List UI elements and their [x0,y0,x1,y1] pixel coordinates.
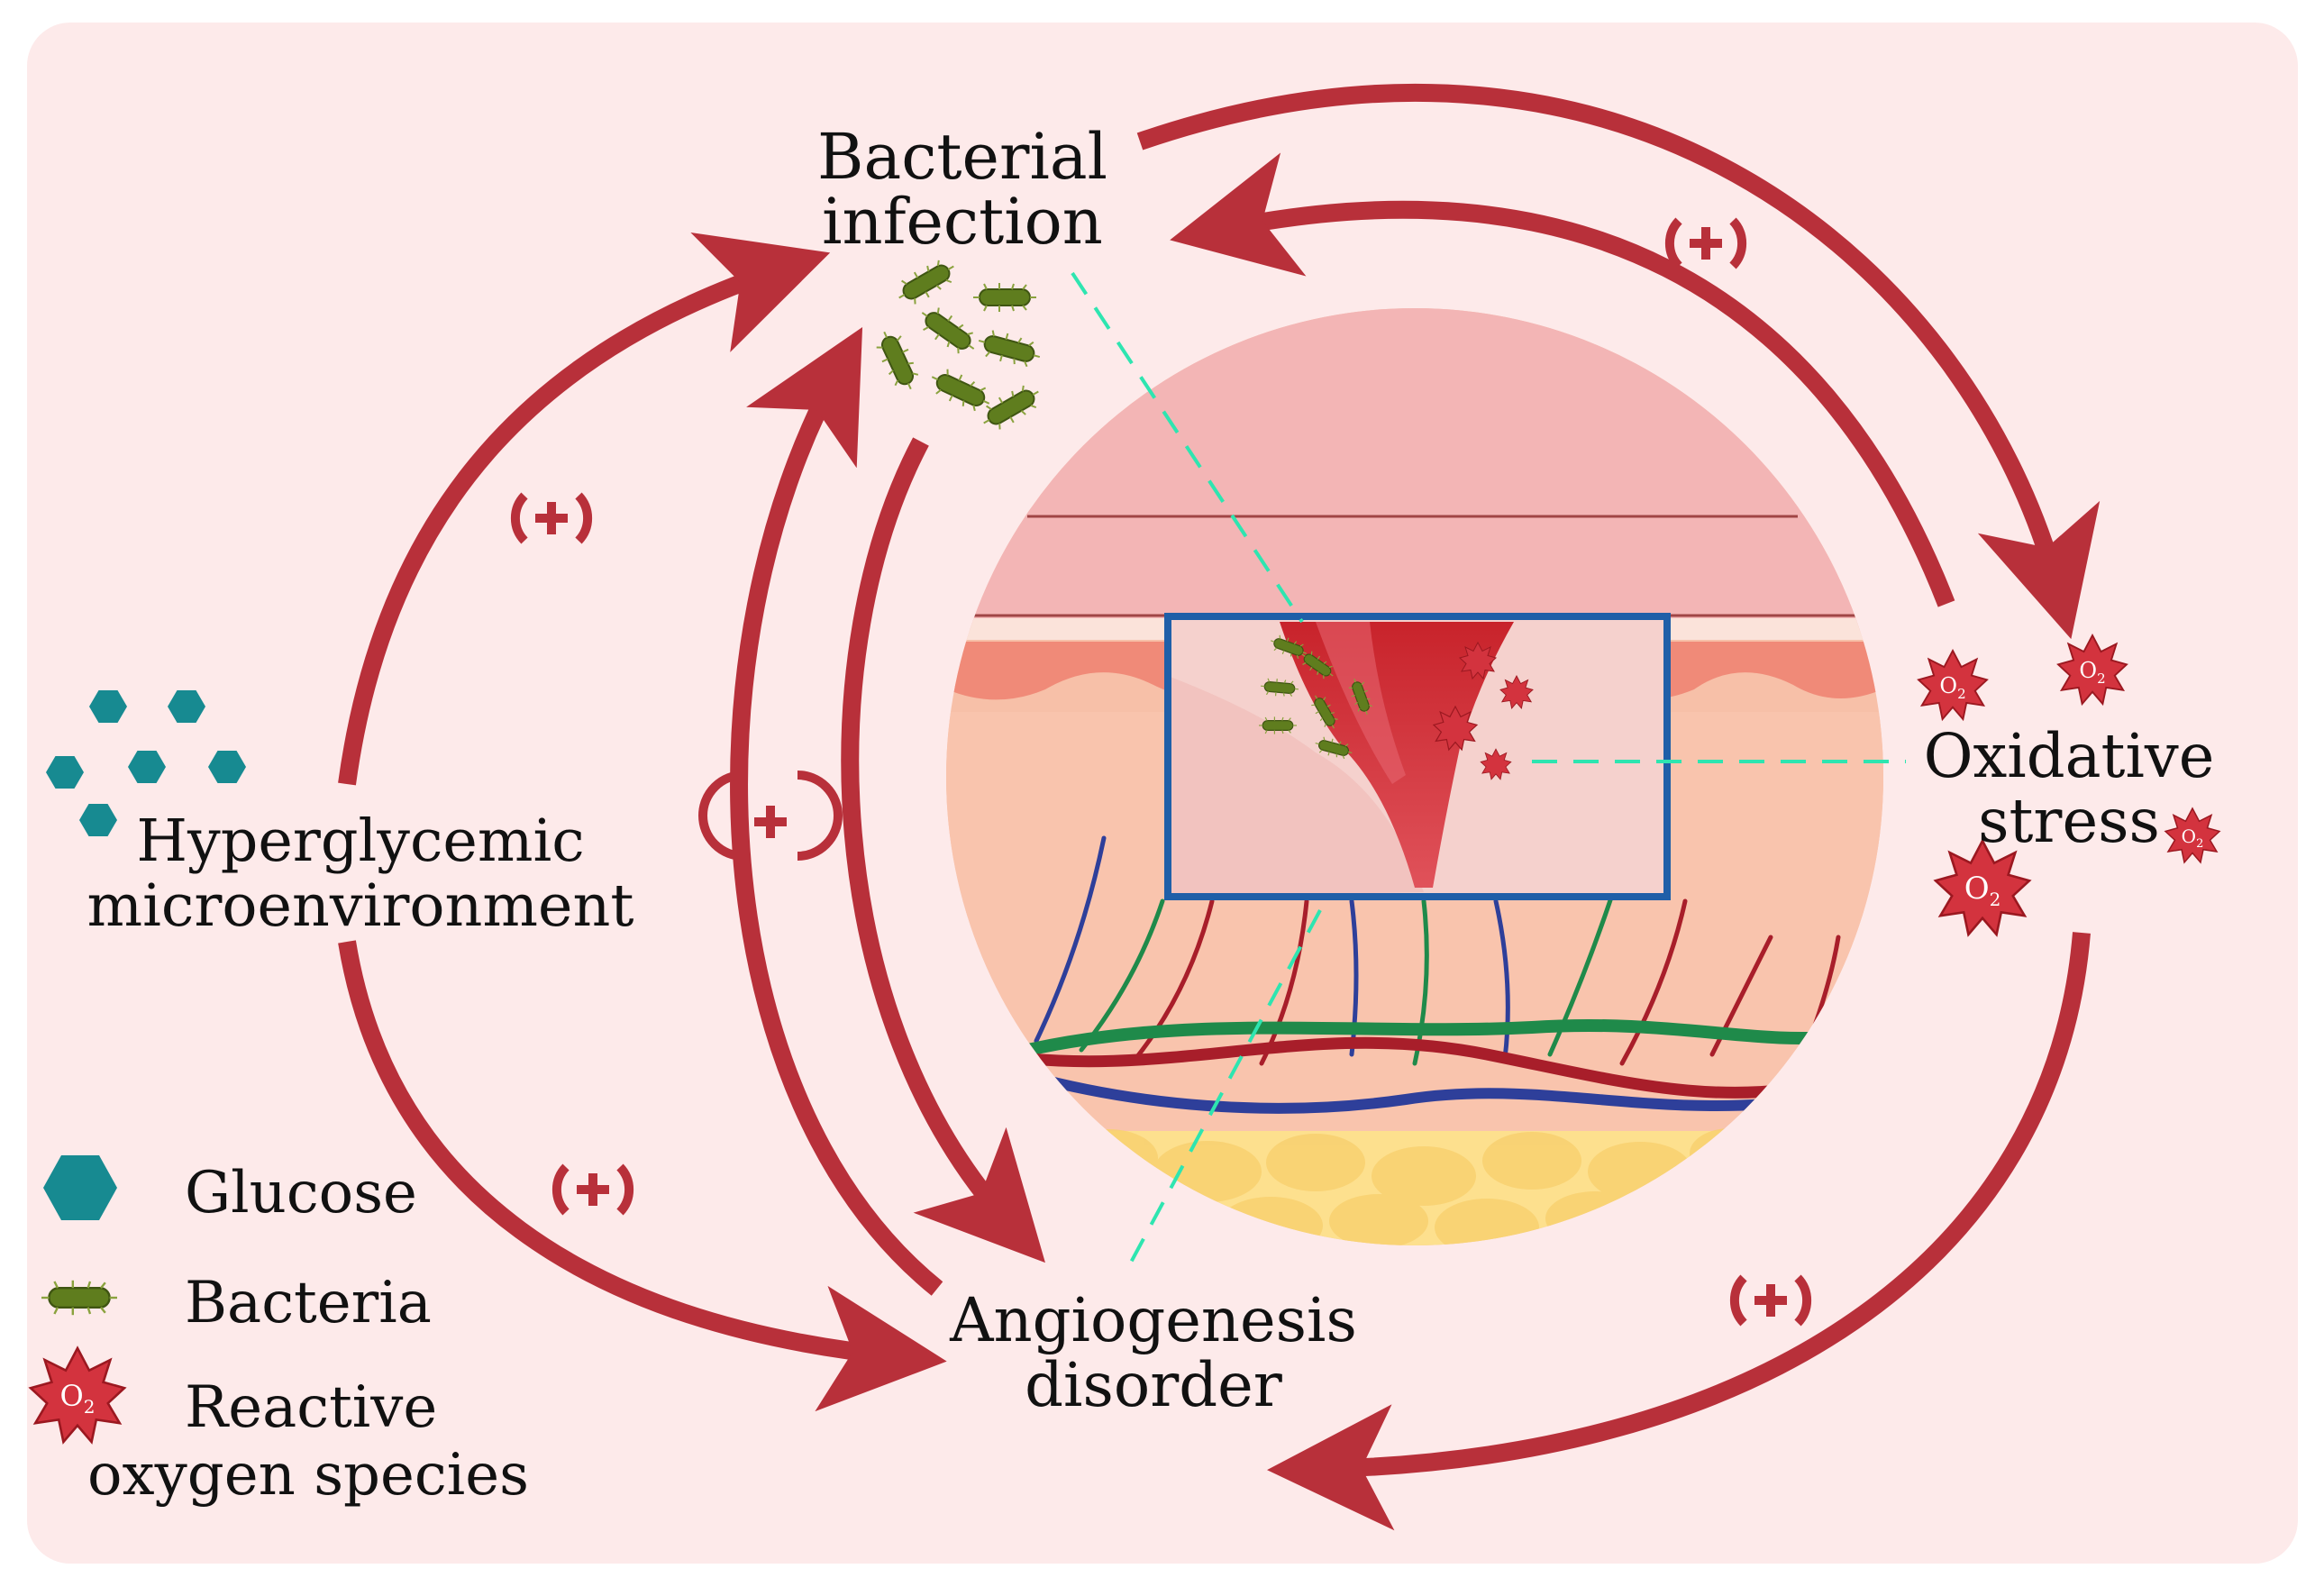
ros-cluster: O2 O2 O2 O2 [1918,634,2220,936]
plus-sign-middle [698,771,843,861]
plus-sign-top-right [1664,217,1747,269]
arrow-bacterial-to-angiogenesis [841,437,1045,1263]
legend: Glucose Bacteria O2 Reactive oxygen spec… [29,1155,529,1509]
svg-text:O2: O2 [2079,658,2105,687]
plus-sign-bottom-right [1729,1274,1812,1327]
wound-inset [1164,613,1671,900]
node-label-angiogenesis-line1: Angiogenesis [949,1285,1357,1355]
legend-ros-label-line2: oxygen species [87,1442,529,1509]
legend-ros-icon: O2 [29,1346,126,1444]
arrow-oxidative-to-angiogenesis [1267,932,2091,1531]
legend-glucose-icon [43,1155,117,1220]
node-label-oxidative-line2: stress [1978,786,2160,856]
node-label-hyperglycemic-line1: Hyperglycemic [136,807,584,875]
arrow-angiogenesis-to-bacterial [730,326,943,1296]
node-label-angiogenesis-line2: disorder [1025,1350,1283,1420]
arrow-oxidative-to-bacterial [1170,152,1955,607]
node-label-bacterial-line1: Bacterial [817,120,1107,194]
legend-bacteria-label: Bacteria [185,1270,432,1336]
node-label-hyperglycemic-line2: microenvironment [87,872,633,940]
plus-sign-left-bottom [551,1163,634,1216]
legend-glucose-label: Glucose [185,1160,417,1227]
plus-sign-left-top [510,492,593,544]
arrow-hyperglycemic-to-angiogenesis [338,940,947,1412]
arrow-bacterial-to-oxidative [1136,83,2101,640]
node-label-bacterial-line2: infection [822,185,1103,259]
leader-lines [1071,271,1906,1272]
legend-ros-label-line1: Reactive [185,1374,437,1441]
node-label-oxidative-line1: Oxidative [1924,721,2215,791]
arrow-hyperglycemic-to-bacterial [338,232,831,786]
svg-text:O2: O2 [2182,825,2204,851]
svg-text:O2: O2 [60,1379,96,1418]
svg-text:O2: O2 [1964,871,2001,910]
svg-text:O2: O2 [1939,673,1965,702]
